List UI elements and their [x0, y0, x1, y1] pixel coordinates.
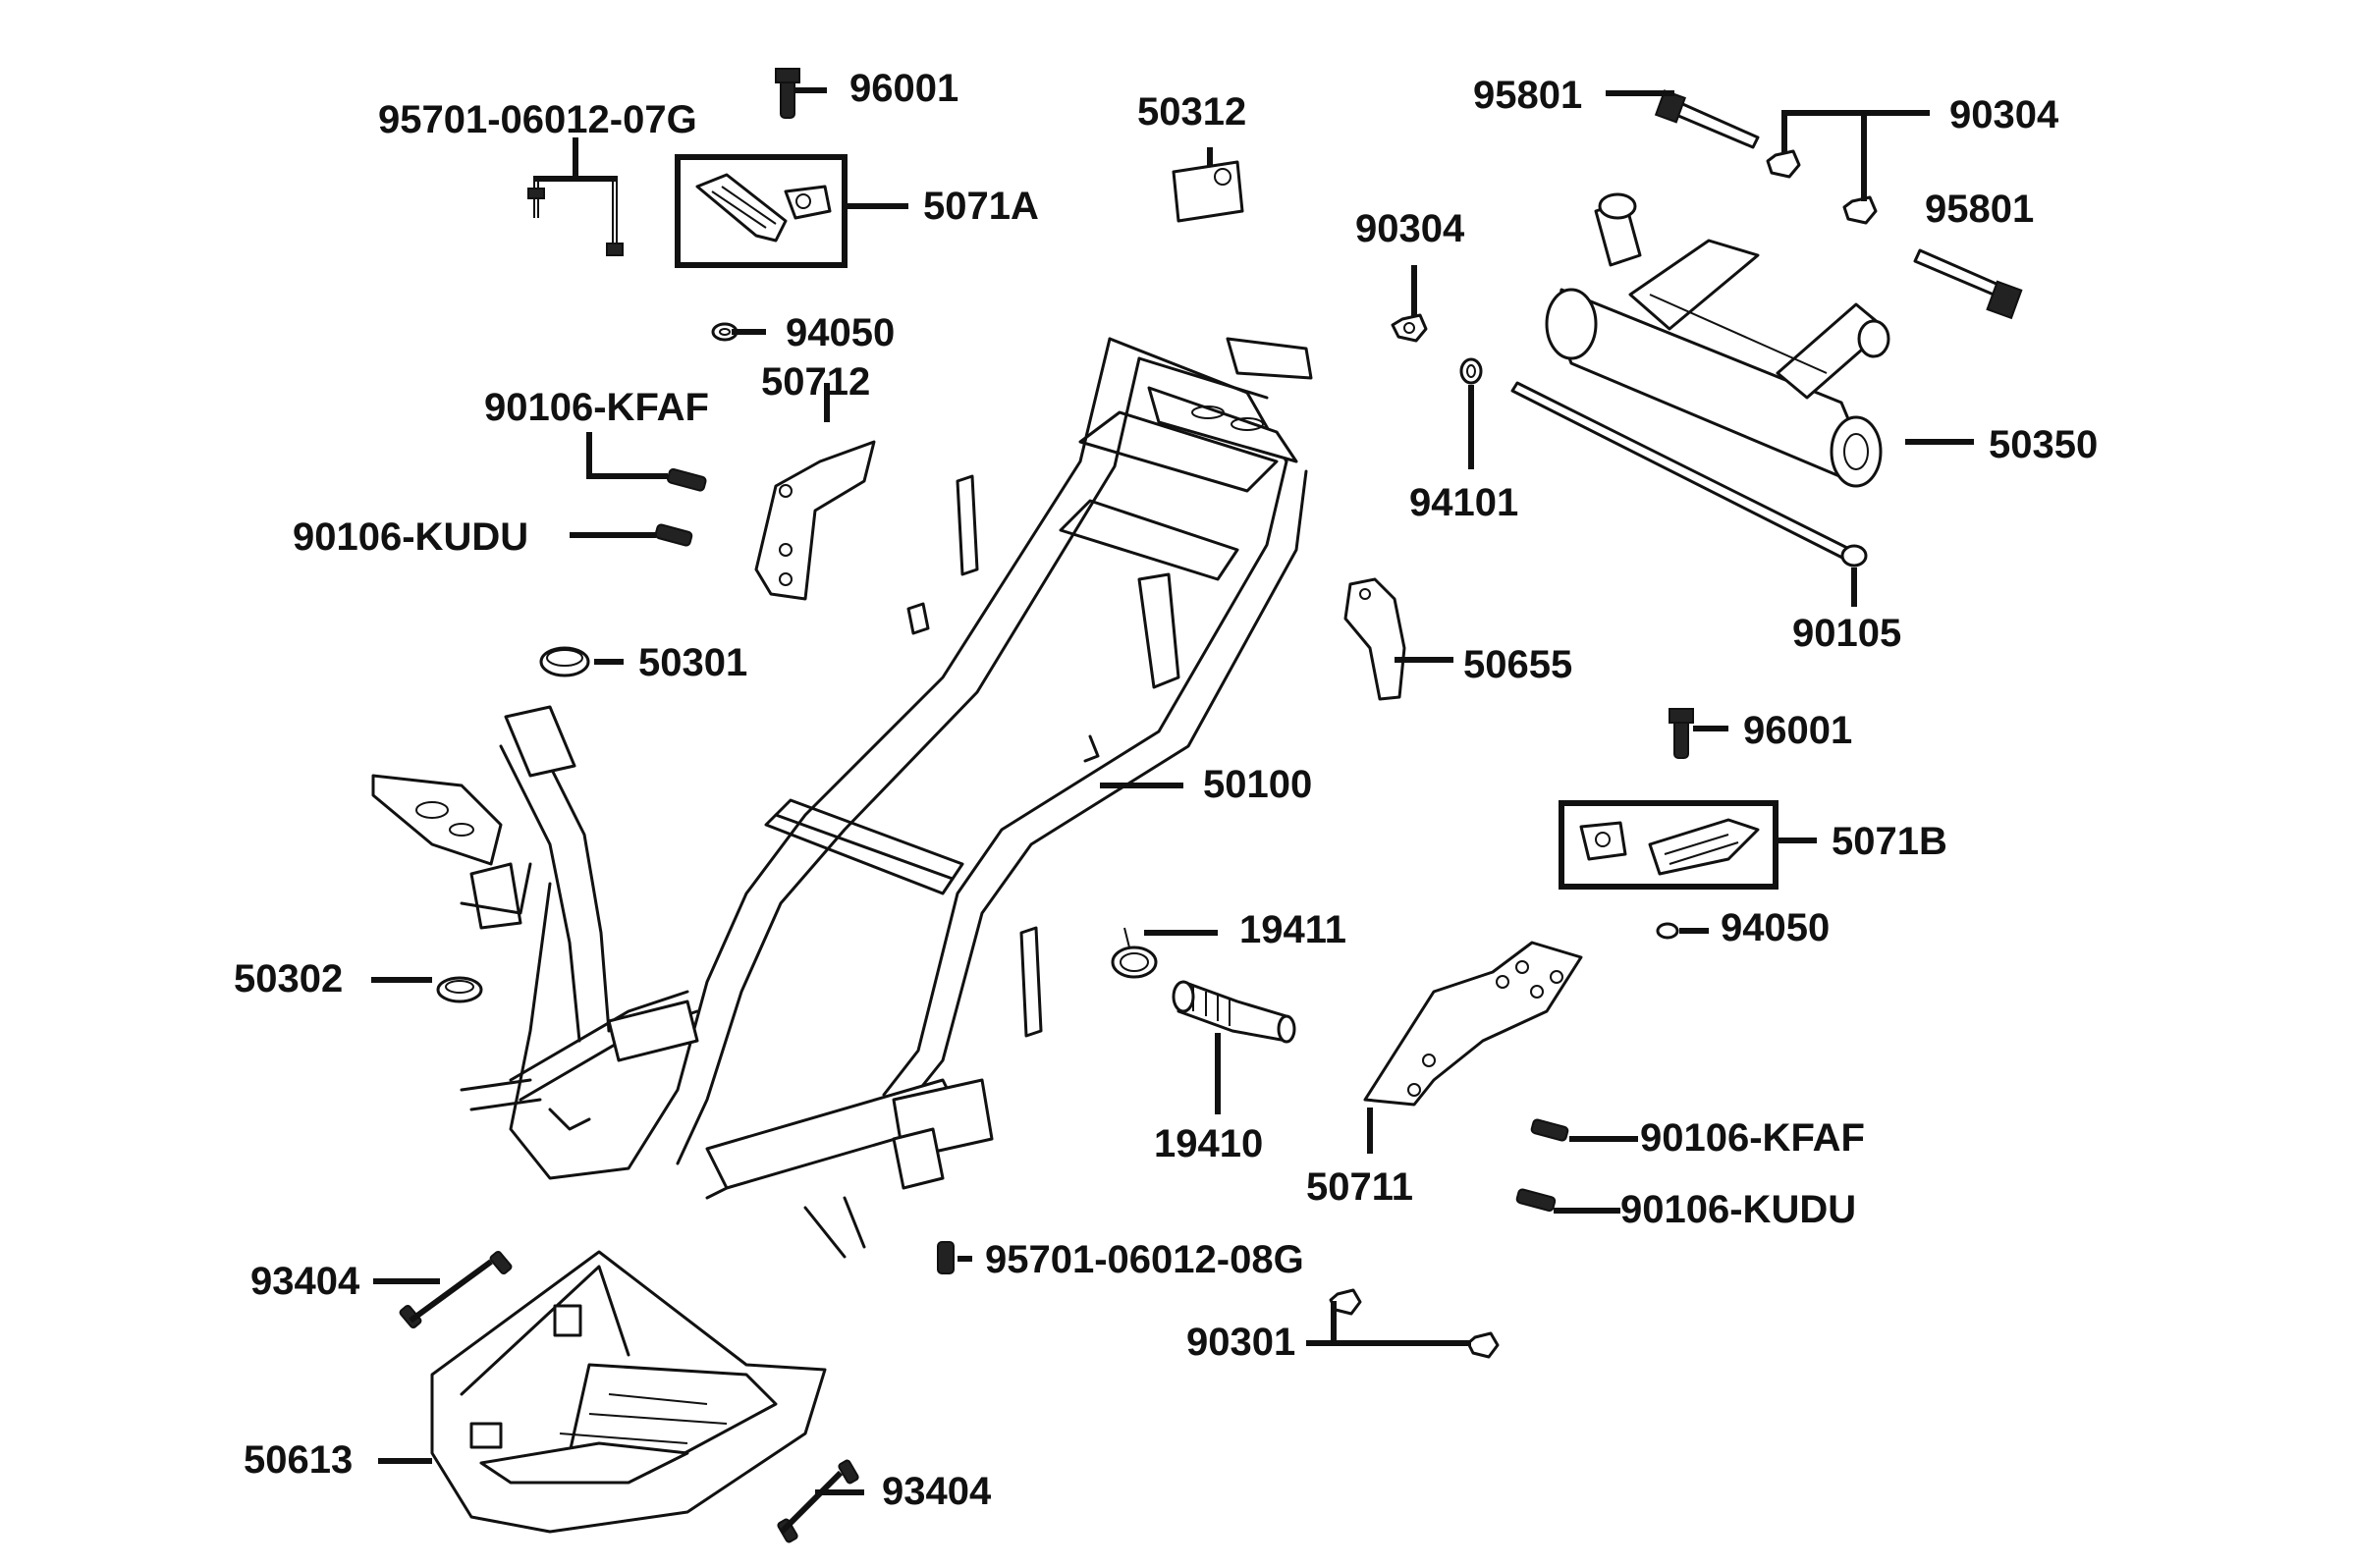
engine-hanger-icon: [1545, 192, 1890, 488]
under-cover-icon: [430, 1250, 827, 1534]
screw-icon: [399, 1250, 859, 1543]
part-label: 96001: [1743, 709, 1852, 752]
part-label: 50301: [638, 641, 747, 684]
part-label: 93404: [882, 1470, 992, 1513]
bolt-icon: [937, 1241, 955, 1274]
part-label: 50350: [1989, 423, 2098, 466]
part-label: 90106-KUDU: [1620, 1188, 1856, 1231]
grommet-icon: [436, 976, 483, 1003]
part-label: 96001: [849, 67, 958, 110]
part-label: 94050: [1721, 906, 1830, 949]
washer-icon: [1459, 357, 1483, 385]
footrest-bracket-icon: [1579, 818, 1760, 876]
part-label: 93404: [250, 1260, 360, 1303]
part-label: 50711: [1306, 1165, 1413, 1209]
flange-bolt-icon: [1515, 1118, 1569, 1213]
small-nut-icon: [1656, 922, 1679, 940]
footrest-bracket-icon: [695, 173, 832, 243]
part-label: 94101: [1409, 481, 1518, 524]
part-label: 90106-KFAF: [1640, 1116, 1865, 1160]
hose-clamp-icon: [1111, 927, 1158, 979]
part-label: 5071A: [923, 185, 1039, 228]
main-frame: [371, 337, 1313, 1259]
part-label: 50655: [1463, 643, 1572, 686]
air-hose-icon: [1172, 980, 1296, 1044]
part-label: 95701-06012-07G: [378, 98, 697, 141]
nut-icon: [1391, 149, 1878, 343]
part-label: 90304: [1355, 207, 1465, 250]
part-label: 90304: [1949, 93, 2059, 136]
long-bolt-icon: [1654, 89, 1760, 149]
part-label: 5071B: [1832, 820, 1947, 863]
bolt-pair-icon: [527, 182, 624, 256]
part-label: 90106-KUDU: [293, 515, 528, 559]
cap-icon: [539, 646, 590, 677]
leader-lines: [371, 87, 1974, 1535]
plate-icon: [1172, 160, 1244, 223]
part-label: 95701-06012-08G: [985, 1238, 1304, 1281]
part-label: 90301: [1186, 1321, 1295, 1364]
nut-icon: [1329, 1288, 1500, 1359]
screw-icon: [1669, 708, 1694, 759]
small-bracket-icon: [1343, 577, 1406, 701]
part-label: 50100: [1203, 763, 1312, 806]
mount-bracket-icon: [754, 440, 876, 601]
part-label: 90106-KFAF: [484, 386, 709, 429]
part-label: 50312: [1137, 90, 1246, 134]
part-labels: 95701-06012-07G 96001 5071A 50312 95801 …: [234, 67, 2098, 1513]
part-label: 19410: [1154, 1122, 1263, 1165]
flange-bolt-icon: [654, 467, 707, 547]
long-bolt-icon: [1913, 248, 2023, 320]
part-label: 95801: [1925, 188, 2034, 231]
shaft-icon: [1510, 381, 1868, 568]
part-label: 19411: [1239, 908, 1346, 951]
part-label: 90105: [1792, 612, 1901, 655]
part-label: 50302: [234, 957, 343, 1000]
part-label: 94050: [786, 311, 895, 354]
part-label: 95801: [1473, 74, 1582, 117]
footrest-plate-icon: [1363, 941, 1583, 1107]
part-label: 50712: [761, 360, 870, 404]
part-label: 50613: [244, 1438, 353, 1482]
